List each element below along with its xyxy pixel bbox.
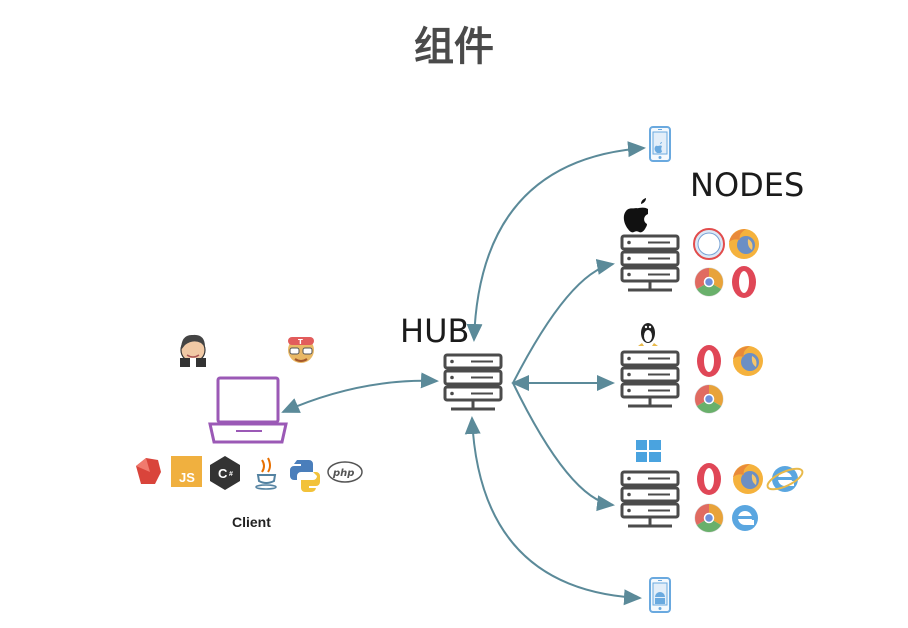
node-mac xyxy=(620,198,759,298)
chrome-icon xyxy=(694,503,724,533)
javascript-icon: JS xyxy=(171,456,202,487)
arrow-hub-windows xyxy=(512,382,615,512)
android-phone-icon xyxy=(649,577,671,613)
linux-icon xyxy=(638,323,658,346)
arrow-hub-mac xyxy=(512,259,615,384)
connection-arrows xyxy=(281,141,646,606)
java-icon xyxy=(255,457,277,490)
svg-text:php: php xyxy=(332,468,354,479)
hub-label: HUB xyxy=(400,312,470,350)
apple-icon xyxy=(623,198,648,233)
arrow-hub-android xyxy=(464,416,642,606)
firefox-icon xyxy=(729,229,759,259)
hub-server-icon xyxy=(443,353,503,411)
node-linux xyxy=(620,323,763,414)
arrow-hub-client xyxy=(281,372,439,413)
client-label: Client xyxy=(232,514,271,530)
firefox-icon xyxy=(733,464,763,494)
edge-icon xyxy=(732,505,758,531)
chrome-icon xyxy=(694,267,724,297)
nodes-label: NODES xyxy=(690,166,805,204)
ios-phone-icon xyxy=(649,126,671,162)
jenkins-icon xyxy=(180,334,206,367)
ie-icon xyxy=(763,463,807,495)
chrome-icon xyxy=(694,384,724,414)
opera-icon xyxy=(697,463,721,495)
opera-icon xyxy=(697,345,721,377)
windows-icon xyxy=(636,440,661,462)
csharp-icon: C # xyxy=(210,456,240,490)
firefox-icon xyxy=(733,346,763,376)
laptop-icon xyxy=(208,376,288,444)
arrow-hub-ios xyxy=(466,141,646,342)
svg-text:#: # xyxy=(229,471,233,478)
python-icon xyxy=(290,460,320,492)
safari-icon xyxy=(693,228,725,260)
php-icon: php xyxy=(327,461,363,483)
travis-icon: T xyxy=(288,337,314,363)
svg-text:C: C xyxy=(218,466,228,481)
page-title: 组件 xyxy=(414,24,494,70)
svg-text:T: T xyxy=(298,338,303,346)
node-windows xyxy=(620,440,807,533)
svg-text:JS: JS xyxy=(179,470,195,485)
ruby-icon xyxy=(136,458,161,484)
opera-icon xyxy=(732,266,756,298)
